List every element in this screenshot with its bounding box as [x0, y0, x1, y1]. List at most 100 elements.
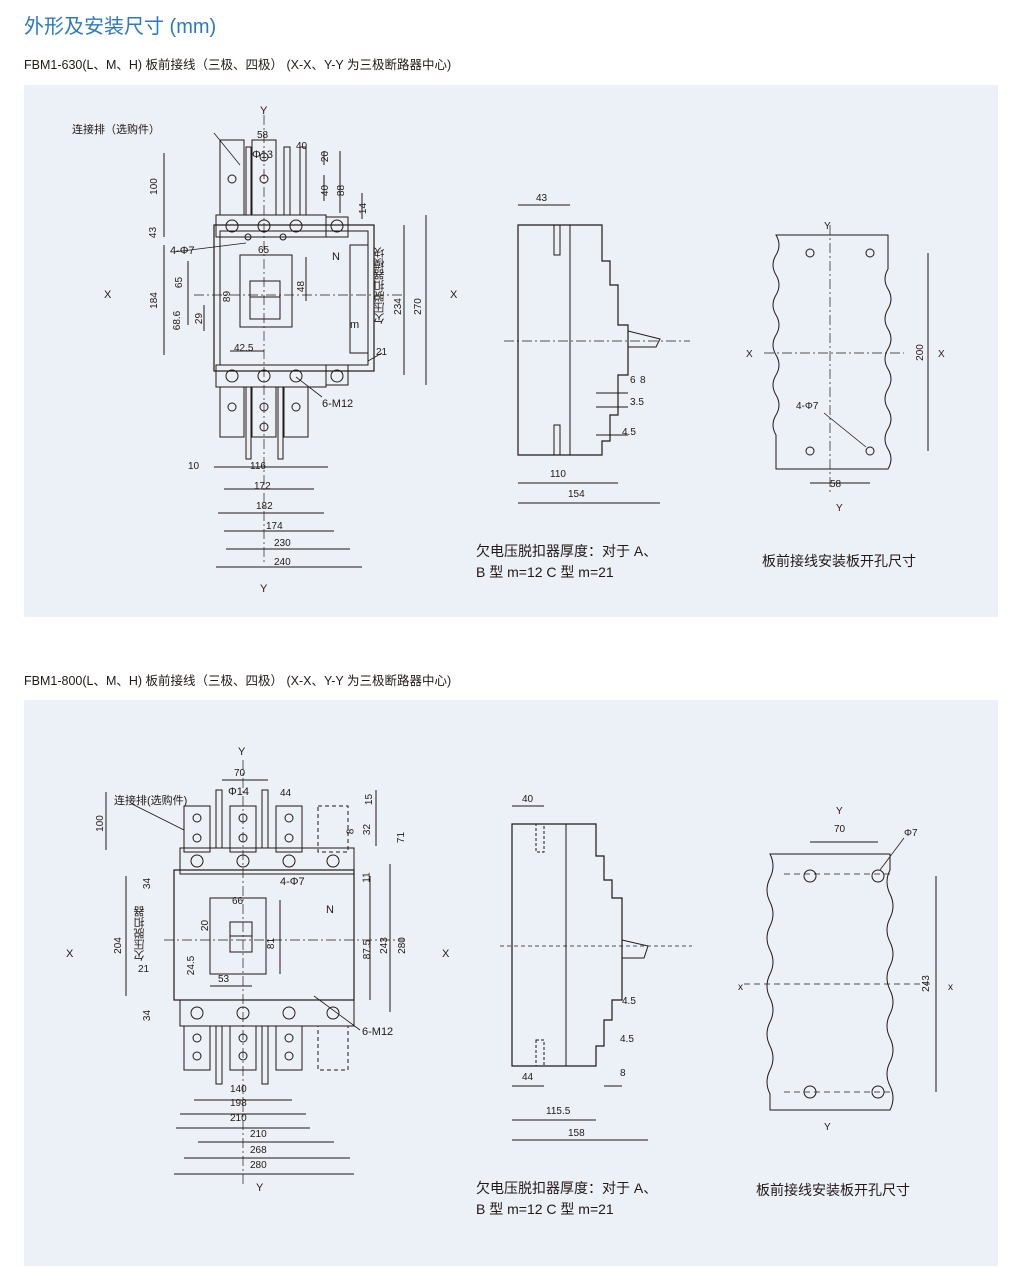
- dim: 65: [174, 276, 186, 289]
- bolt-hole-icon: [291, 402, 301, 412]
- dim: 184: [148, 292, 160, 309]
- side-view-800: [500, 805, 692, 1141]
- bolt-hole-icon: [192, 833, 202, 843]
- dim: 234: [392, 298, 404, 315]
- uvr-note-line: 欠电压脱扣器厚度：对于 A、: [476, 543, 658, 559]
- dim: 198: [230, 1098, 247, 1109]
- busbar-label: 连接排(选购件): [114, 795, 188, 807]
- dim: 88: [336, 184, 348, 197]
- dim: 40: [522, 794, 534, 805]
- side-slot: [535, 1039, 545, 1067]
- side-handle: [621, 939, 649, 959]
- dim: 21: [376, 347, 388, 358]
- bottom-n-terminal: [325, 364, 349, 386]
- uvr-note-line: 欠电压脱扣器厚度：对于 A、: [476, 1180, 658, 1196]
- terminal-screw-icon: [282, 854, 296, 868]
- axis-y-label: Y: [238, 746, 246, 758]
- uvr-label: 欠压脱扣器模块: [374, 247, 386, 324]
- dim: 44: [522, 1072, 534, 1083]
- axis-y-label: Y: [260, 105, 268, 117]
- dim: 230: [274, 538, 291, 549]
- section1-drawing: [163, 115, 929, 568]
- dim: 20: [320, 150, 332, 163]
- dim: 34: [142, 877, 154, 890]
- axis-x-label: X: [450, 289, 458, 301]
- top-terminal-block: [215, 214, 327, 238]
- axis-x-label: X: [66, 948, 74, 960]
- front-view-630: [163, 115, 427, 568]
- terminal-screw-icon: [330, 219, 344, 233]
- cutout-holes-label: Φ7: [904, 828, 918, 839]
- busbar-top-3: [283, 146, 291, 216]
- dim: 280: [396, 937, 408, 954]
- cutout-hole-icon: [803, 869, 817, 883]
- bolt-hole-icon: [284, 813, 294, 823]
- cutout-axis-x: X: [746, 349, 753, 360]
- m-label: m: [350, 319, 360, 331]
- bolt-hole-icon: [227, 402, 237, 412]
- bolt-hole-icon: [192, 1051, 202, 1061]
- busbar-side: [261, 1025, 269, 1085]
- busbar-top-4: [299, 146, 307, 216]
- busbar-bottom-n: [317, 1025, 349, 1071]
- dim: 280: [250, 1160, 267, 1171]
- terminal-screw-icon: [289, 219, 303, 233]
- dim: 243: [378, 937, 390, 954]
- terminal-screw-icon: [326, 854, 340, 868]
- dim: 43: [148, 226, 160, 239]
- dim: 100: [148, 178, 160, 195]
- cutout-hole-icon: [803, 1085, 817, 1099]
- dim: 270: [412, 298, 424, 315]
- dim: 29: [194, 312, 206, 325]
- dim: 140: [230, 1084, 247, 1095]
- busbar-top-3: [275, 805, 303, 853]
- top-n-terminal: [325, 216, 349, 238]
- busbar-bottom-1: [183, 1025, 211, 1071]
- uvr-note: 欠电压脱扣器厚度：对于 A、 B 型 m=12 C 型 m=21: [476, 1178, 657, 1220]
- dim: 100: [94, 815, 106, 832]
- dim: 158: [568, 1128, 585, 1139]
- busbar-side: [215, 789, 223, 849]
- n-pole-label: N: [326, 904, 334, 916]
- dim: 11: [361, 872, 373, 883]
- bolt-hole-icon: [192, 813, 202, 823]
- dim: 6: [630, 375, 636, 386]
- terminal-screw-icon: [225, 369, 239, 383]
- cutout-axis-x: x: [738, 982, 743, 993]
- handle-window: [209, 897, 267, 975]
- axis-x-label: X: [104, 289, 112, 301]
- section1-heading: FBM1-630(L、M、H) 板前接线（三极、四极） (X-X、Y-Y 为三极…: [24, 58, 452, 72]
- busbar-top-side: [245, 146, 252, 216]
- side-slot: [535, 823, 545, 853]
- busbar-side: [215, 1025, 223, 1085]
- handle-window: [239, 254, 293, 328]
- dim: 58: [257, 130, 269, 141]
- busbar-bottom-side: [277, 386, 284, 460]
- cutout-holes-label: 4-Φ7: [796, 401, 819, 412]
- dim: 4.5: [620, 1034, 634, 1045]
- axis-y-label: Y: [256, 1182, 264, 1194]
- bolt-hole-icon: [284, 833, 294, 843]
- axis-x-label: X: [442, 948, 450, 960]
- cutout-hole-icon: [871, 1085, 885, 1099]
- terminal-label: 6-M12: [322, 398, 354, 410]
- cutout-axis-y: Y: [824, 1122, 831, 1133]
- dim: 34: [142, 1009, 154, 1022]
- busbar-side: [261, 789, 269, 849]
- cutout-630: [764, 225, 929, 495]
- side-view-630: [504, 204, 690, 504]
- holes-label: 4-Φ7: [280, 876, 305, 888]
- dim: 172: [254, 481, 271, 492]
- dim: 4.5: [622, 427, 636, 438]
- front-view-800: [105, 760, 404, 1184]
- cutout-hole-icon: [871, 869, 885, 883]
- dim: 268: [250, 1145, 267, 1156]
- side-profile: [517, 224, 629, 456]
- dim: 66: [232, 896, 244, 907]
- dim: 204: [112, 937, 124, 954]
- dim: 71: [396, 831, 408, 844]
- terminal-screw-icon: [190, 1006, 204, 1020]
- cutout-axis-y: Y: [836, 806, 843, 817]
- dim: 115.5: [546, 1106, 571, 1117]
- breaker-body: [213, 224, 375, 372]
